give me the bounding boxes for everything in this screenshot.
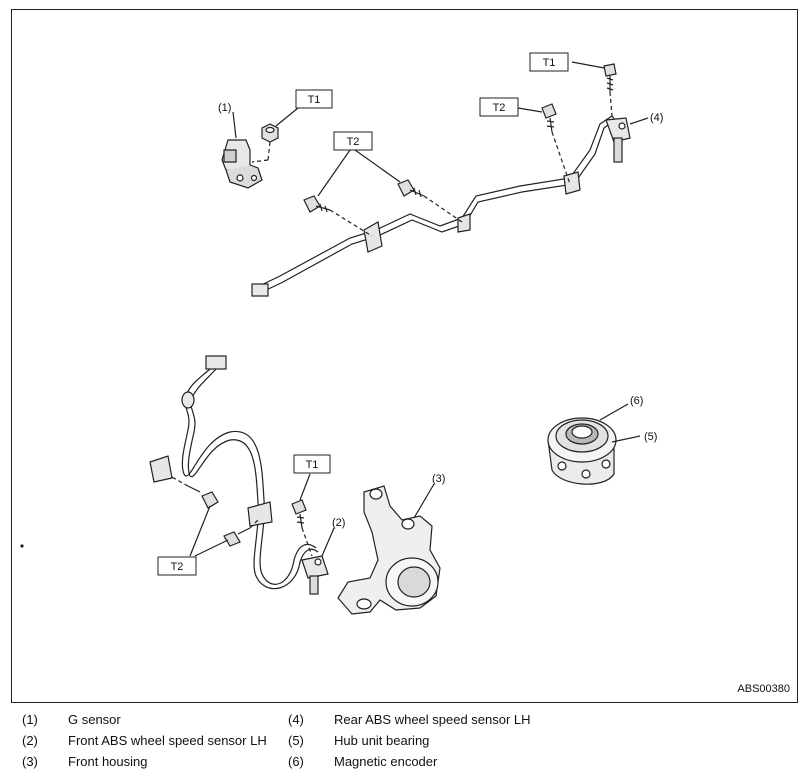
legend-item: (6)Magnetic encoder [288,754,438,769]
rear-abs-sensor [605,117,631,163]
svg-text:T1: T1 [308,94,321,106]
rear-bracket-bolt [541,103,557,133]
torque-label-t2: T2 [157,556,197,576]
rear-harness [251,115,619,297]
magnetic-encoder [555,419,609,453]
callout-6: (6) [630,395,643,407]
legend-item: (5)Hub unit bearing [288,733,430,748]
rear-sensor-bolt [603,63,617,92]
torque-label-t1: T1 [529,52,569,72]
figure-code: ABS00380 [737,683,790,695]
front-abs-sensor [301,555,329,595]
harness-bolt-left [303,195,331,213]
legend-item: (1)G sensor [22,712,121,727]
harness-bolt-right [397,179,425,198]
svg-text:T2: T2 [493,102,506,114]
torque-label-t1: T1 [295,89,333,109]
front-harness [149,355,319,590]
callout-1: (1) [218,102,231,114]
g-sensor [221,139,263,189]
front-bracket-bolt-2 [223,527,251,547]
diagram-frame [11,9,798,703]
g-sensor-nut [261,123,279,143]
legend-item: (2)Front ABS wheel speed sensor LH [22,733,267,748]
front-housing [337,485,441,615]
callout-3: (3) [432,473,445,485]
callout-4: (4) [650,112,663,124]
front-bracket-bolt-1 [187,485,219,509]
callout-5: (5) [644,431,657,443]
svg-text:T2: T2 [171,561,184,573]
legend-item: (3)Front housing [22,754,148,769]
svg-text:T2: T2 [347,136,360,148]
torque-label-t2: T2 [333,131,373,151]
front-sensor-bolt [291,499,307,529]
svg-text:T1: T1 [543,57,556,69]
svg-text:T1: T1 [306,459,319,471]
torque-label-t2: T2 [479,97,519,117]
legend-item: (4)Rear ABS wheel speed sensor LH [288,712,531,727]
torque-label-t1: T1 [293,454,331,474]
callout-2: (2) [332,517,345,529]
